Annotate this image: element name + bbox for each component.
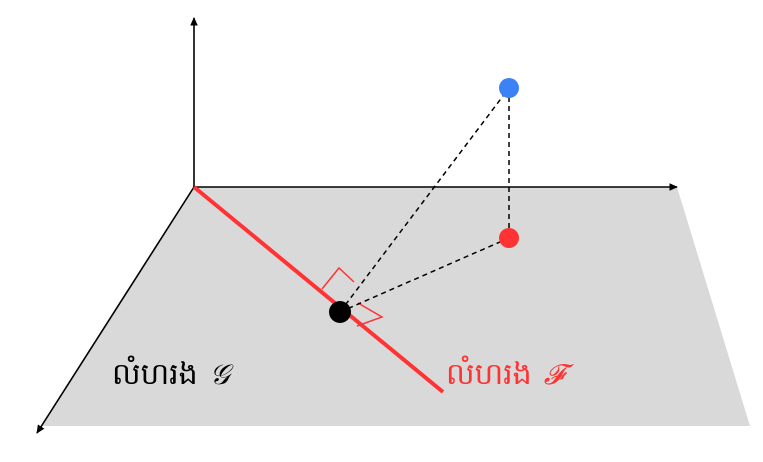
- label-plane-g: លំហរង 𝒢: [112, 355, 234, 392]
- plane-g: [42, 187, 750, 426]
- label-plane-g-word: លំហរង: [112, 355, 198, 392]
- axis-diagonal: [36, 186, 195, 434]
- subspace-f-line: [192, 185, 445, 394]
- right-angle-mark-lower: [356, 302, 384, 327]
- original-point: [499, 78, 519, 98]
- foot-point: [329, 301, 351, 323]
- label-subspace-f: លំហរង 𝓕: [446, 355, 574, 392]
- dashed-line-projection-to-foot: [339, 237, 510, 313]
- label-subspace-f-word: លំហរង: [446, 355, 532, 392]
- dashed-line-original-to-foot: [339, 87, 510, 313]
- projection-point: [499, 228, 519, 248]
- right-angle-mark-upper: [321, 266, 355, 290]
